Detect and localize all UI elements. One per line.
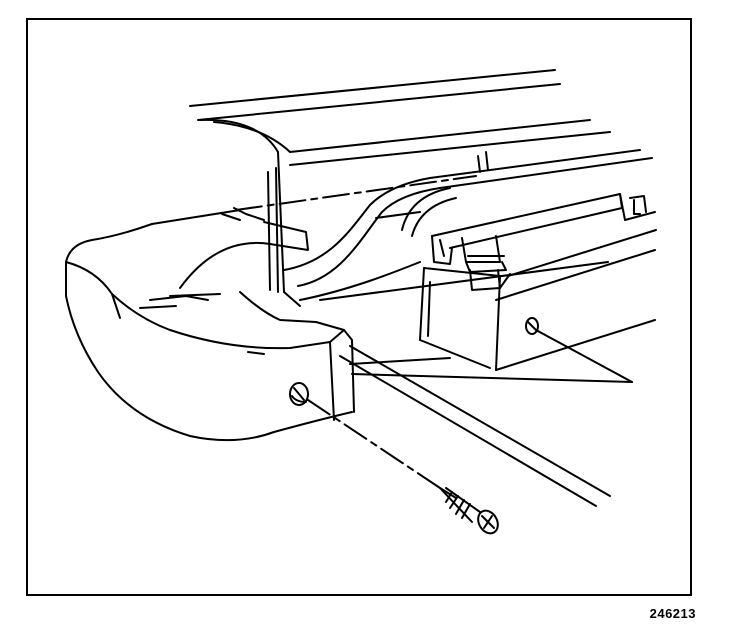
figure-number: 246213 — [649, 606, 696, 621]
vehicle-body-panel — [190, 70, 610, 306]
screw-icon — [440, 488, 502, 537]
rail-mounting-bracket — [420, 194, 656, 370]
diagram-frame — [26, 18, 692, 596]
running-board-end-cap — [66, 208, 354, 440]
callout-leaders — [340, 330, 632, 506]
running-board-rail — [284, 150, 652, 300]
alignment-dashed-lines — [236, 176, 476, 488]
